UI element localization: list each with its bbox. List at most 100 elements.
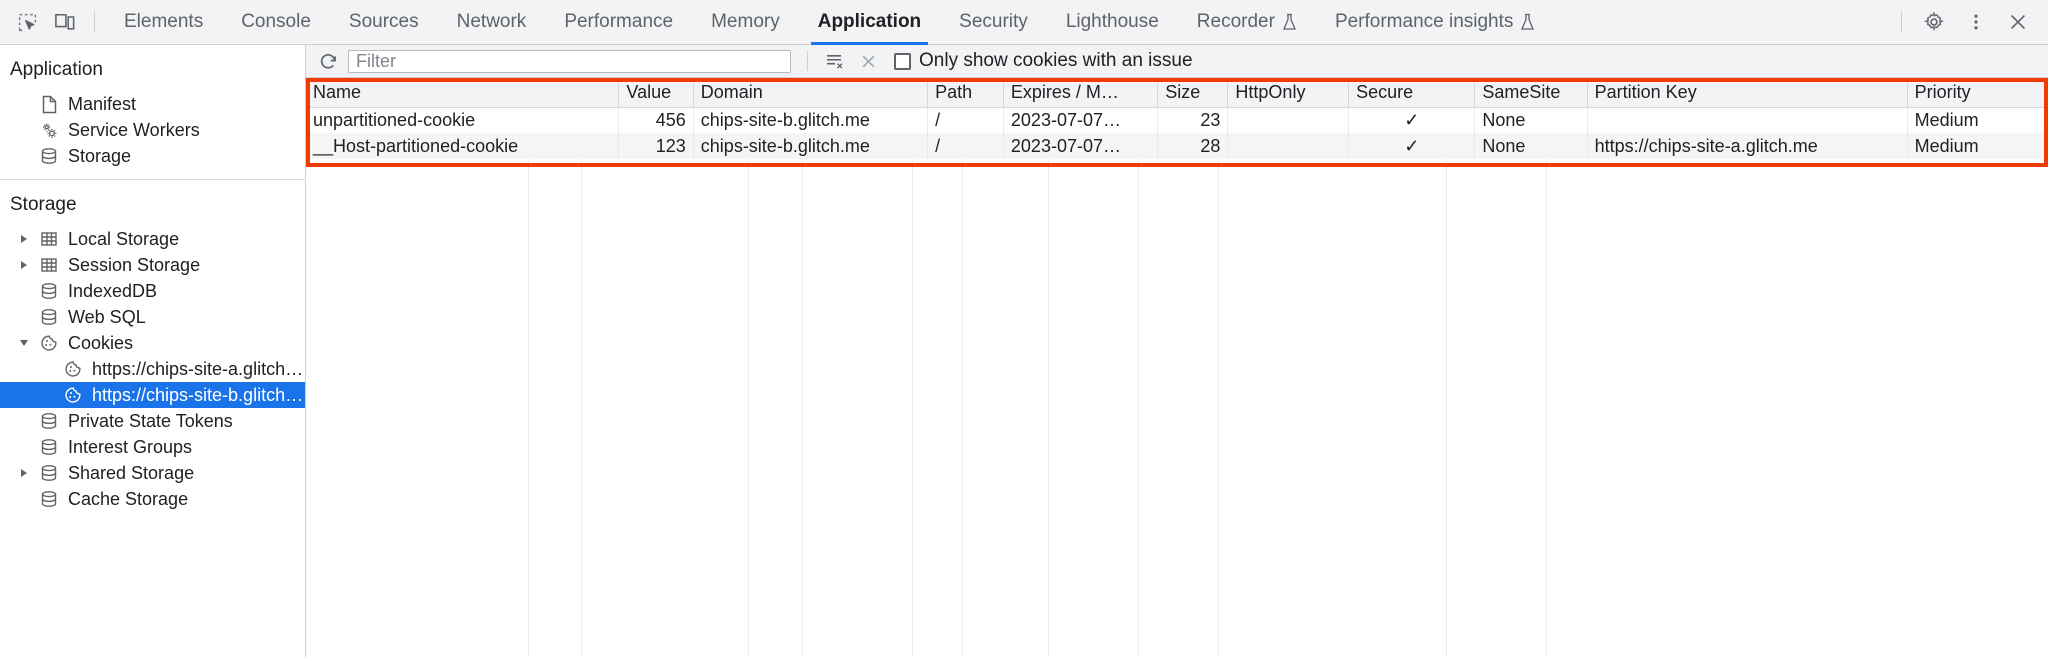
application-section: Application Manifest xyxy=(0,45,305,180)
sidebar-item-label: Local Storage xyxy=(68,228,180,249)
sidebar-item-interest-groups[interactable]: Interest Groups xyxy=(0,434,305,460)
tab-network[interactable]: Network xyxy=(438,0,546,45)
cell-size: 28 xyxy=(1157,133,1229,159)
column-header-samesite[interactable]: SameSite xyxy=(1474,78,1588,108)
tab-label: Security xyxy=(959,11,1028,32)
refresh-icon[interactable] xyxy=(314,48,342,74)
filter-input[interactable] xyxy=(348,49,791,73)
column-header-priority[interactable]: Priority xyxy=(1907,78,2048,108)
sidebar-item-https-chips-site-a-glitch-me[interactable]: https://chips-site-a.glitch.me xyxy=(0,356,305,382)
gear-icon[interactable] xyxy=(1914,4,1954,40)
database-icon xyxy=(39,146,59,166)
clear-all-cookies-icon[interactable] xyxy=(820,48,848,74)
sidebar-item-label: Manifest xyxy=(68,93,137,114)
sidebar-item-service-workers[interactable]: Service Workers xyxy=(0,117,305,143)
sidebar-item-local-storage[interactable]: Local Storage xyxy=(0,226,305,252)
sidebar-item-private-state-tokens[interactable]: Private State Tokens xyxy=(0,408,305,434)
sidebar-item-label: Service Workers xyxy=(68,119,200,140)
tab-memory[interactable]: Memory xyxy=(692,0,799,45)
device-toolbar-icon[interactable] xyxy=(46,5,84,39)
sidebar-item-shared-storage[interactable]: Shared Storage xyxy=(0,460,305,486)
issue-filter-checkbox-wrap[interactable]: Only show cookies with an issue xyxy=(894,50,1193,72)
column-header-domain[interactable]: Domain xyxy=(693,78,929,108)
column-header-expires-m[interactable]: Expires / M… xyxy=(1003,78,1159,108)
database-icon xyxy=(39,437,59,457)
column-header-path[interactable]: Path xyxy=(927,78,1004,108)
caret-right-icon[interactable] xyxy=(18,467,30,479)
tab-sources[interactable]: Sources xyxy=(330,0,438,45)
column-header-secure[interactable]: Secure xyxy=(1348,78,1476,108)
tab-lighthouse[interactable]: Lighthouse xyxy=(1047,0,1178,45)
sidebar-item-label: Storage xyxy=(68,145,132,166)
cell-secure: ✓ xyxy=(1348,107,1476,133)
actions-divider xyxy=(1901,11,1902,33)
storage-section-title: Storage xyxy=(10,194,77,215)
empty-column-cell xyxy=(1219,159,1447,657)
empty-column-cell xyxy=(582,159,749,657)
tab-performance[interactable]: Performance xyxy=(545,0,692,45)
sidebar-item-cookies[interactable]: Cookies xyxy=(0,330,305,356)
caret-right-icon[interactable] xyxy=(18,259,30,271)
sidebar-item-storage[interactable]: Storage xyxy=(0,143,305,169)
cell-domain: chips-site-b.glitch.me xyxy=(693,133,929,159)
sidebar-item-label: Cookies xyxy=(68,332,134,353)
sidebar-item-session-storage[interactable]: Session Storage xyxy=(0,252,305,278)
close-icon[interactable] xyxy=(1998,4,2038,40)
cell-expires: 2023-07-07… xyxy=(1003,133,1159,159)
more-vertical-icon[interactable] xyxy=(1956,4,1996,40)
database-icon xyxy=(39,307,59,327)
empty-column-cell xyxy=(803,159,913,657)
caret-right-icon[interactable] xyxy=(18,233,30,245)
toolbar-actions xyxy=(1891,4,2038,40)
database-icon xyxy=(39,281,59,301)
cell-size: 23 xyxy=(1157,107,1229,133)
tab-label: Elements xyxy=(124,11,204,32)
devtools-body: Application Manifest xyxy=(0,45,2048,657)
tab-recorder[interactable]: Recorder xyxy=(1178,0,1316,45)
tab-console[interactable]: Console xyxy=(222,0,330,45)
sidebar-item-cache-storage[interactable]: Cache Storage xyxy=(0,486,305,512)
sidebar-item-https-chips-site-b-glitch-me[interactable]: https://chips-site-b.glitch.me xyxy=(0,382,305,408)
empty-column-cell xyxy=(913,159,963,657)
tab-label: Network xyxy=(456,11,527,32)
cell-http-only xyxy=(1227,107,1350,133)
sidebar-item-label: Session Storage xyxy=(68,254,201,275)
caret-down-icon[interactable] xyxy=(18,337,30,349)
tab-elements[interactable]: Elements xyxy=(105,0,222,45)
tab-label: Performance insights xyxy=(1334,11,1514,32)
tab-label: Memory xyxy=(711,11,780,32)
table-icon xyxy=(39,255,59,275)
tab-label: Lighthouse xyxy=(1065,11,1159,32)
application-sidebar: Application Manifest xyxy=(0,45,306,657)
issue-filter-checkbox[interactable] xyxy=(894,52,911,70)
tab-security[interactable]: Security xyxy=(940,0,1047,45)
issue-filter-label: Only show cookies with an issue xyxy=(919,50,1193,71)
sidebar-item-label: https://chips-site-b.glitch.me xyxy=(92,384,305,405)
tab-label: Sources xyxy=(348,11,419,32)
cell-secure: ✓ xyxy=(1348,133,1476,159)
sidebar-item-manifest[interactable]: Manifest xyxy=(0,91,305,117)
column-header-value[interactable]: Value xyxy=(618,78,694,108)
tab-performance-insights[interactable]: Performance insights xyxy=(1316,0,1554,45)
cell-path: / xyxy=(927,133,1004,159)
column-header-size[interactable]: Size xyxy=(1157,78,1229,108)
tab-application[interactable]: Application xyxy=(799,0,940,45)
empty-column-cell xyxy=(963,159,1049,657)
delete-selected-icon[interactable] xyxy=(854,48,882,74)
column-header-partition-key[interactable]: Partition Key xyxy=(1587,78,1908,108)
cell-expires: 2023-07-07… xyxy=(1003,107,1159,133)
cookie-icon xyxy=(39,333,59,353)
cell-domain: chips-site-b.glitch.me xyxy=(693,107,929,133)
sidebar-item-web-sql[interactable]: Web SQL xyxy=(0,304,305,330)
sidebar-item-indexeddb[interactable]: IndexedDB xyxy=(0,278,305,304)
sidebar-item-label: Cache Storage xyxy=(68,488,189,509)
column-header-name[interactable]: Name xyxy=(306,78,620,108)
inspect-element-icon[interactable] xyxy=(8,5,46,39)
column-header-httponly[interactable]: HttpOnly xyxy=(1227,78,1350,108)
